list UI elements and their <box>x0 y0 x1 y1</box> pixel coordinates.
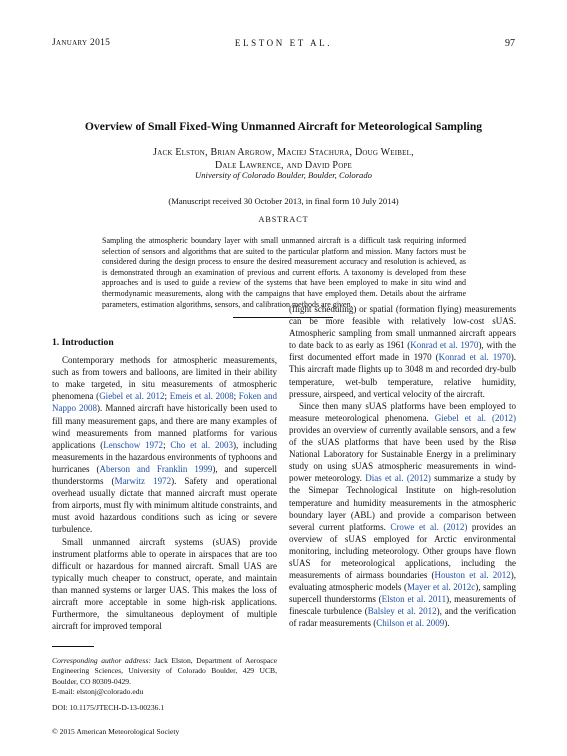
footnote-address: Jack Elston, Department of Aerospace Eng… <box>52 656 277 686</box>
running-head-authors: ELSTON ET AL. <box>234 38 333 48</box>
footnote-email: E-mail: elstonj@colorado.edu <box>52 687 144 697</box>
citation-link[interactable]: Konrad et al. 1970 <box>410 340 479 351</box>
citation-link[interactable]: Chilson et al. 2009 <box>376 618 445 629</box>
affiliation: University of Colorado Boulder, Boulder,… <box>195 170 372 180</box>
author-line-1: Jack Elston, Brian Argrow, Maciej Stachu… <box>153 147 414 158</box>
paper-title: Overview of Small Fixed-Wing Unmanned Ai… <box>84 120 483 133</box>
running-head-date: January 2015 <box>52 38 111 48</box>
intro-paragraph-2: Small unmanned aircraft systems (sUAS) p… <box>52 536 277 632</box>
author-list: Jack Elston, Brian Argrow, Maciej Stachu… <box>60 146 507 172</box>
citation-link[interactable]: Aberson and Franklin 1999 <box>99 463 213 474</box>
citation-link[interactable]: Foken and Nappo 2008 <box>52 391 277 414</box>
citation-link[interactable]: Crowe et al. (2012) <box>390 521 468 532</box>
page-number: 97 <box>505 38 515 49</box>
citation-link[interactable]: Mayer et al. 2012c <box>407 582 476 593</box>
citation-link[interactable]: Lenschow 1972 <box>103 439 164 450</box>
running-head: January 2015 ELSTON ET AL. 97 <box>52 38 515 52</box>
footnote-label: Corresponding author address: <box>52 656 151 665</box>
abstract-text: Sampling the atmospheric boundary layer … <box>102 236 466 309</box>
right-column: (flight scheduling) or spatial (formatio… <box>289 303 516 630</box>
abstract-divider <box>233 317 333 318</box>
manuscript-dates: (Manuscript received 30 October 2013, in… <box>168 196 399 206</box>
intro-paragraph-1: Contemporary methods for atmospheric mea… <box>52 355 278 535</box>
citation-link[interactable]: Elston et al. 2011 <box>381 594 447 605</box>
citation-link[interactable]: Marwitz 1972 <box>114 476 172 487</box>
citation-link[interactable]: Konrad et al. 1970 <box>438 352 511 363</box>
author-line-2: Dale Lawrence, and David Pope <box>214 160 353 171</box>
citation-link[interactable]: Giebel et al. (2012) <box>434 412 516 423</box>
citation-link[interactable]: Houston et al. 2012 <box>434 570 511 581</box>
citation-link[interactable]: Balsley et al. 2012 <box>367 606 437 617</box>
footnote-divider <box>52 646 94 647</box>
abstract-heading: ABSTRACT <box>258 215 309 224</box>
copyright: © 2015 American Meteorological Society <box>52 727 180 736</box>
citation-link[interactable]: Emeis et al. 2008 <box>169 391 234 402</box>
intro-paragraph-4: Since then many sUAS platforms have been… <box>289 400 517 629</box>
left-column: 1. Introduction Contemporary methods for… <box>52 337 277 632</box>
citation-link[interactable]: Giebel et al. 2012 <box>99 391 165 402</box>
citation-link[interactable]: Dias et al. (2012) <box>365 473 431 484</box>
intro-paragraph-3: (flight scheduling) or spatial (formatio… <box>289 304 516 399</box>
doi: DOI: 10.1175/JTECH-D-13-00236.1 <box>52 703 165 712</box>
section-heading: 1. Introduction <box>52 337 114 348</box>
citation-link[interactable]: Cho et al. 2003 <box>170 439 233 450</box>
corresponding-author-footnote: Corresponding author address: Jack Elsto… <box>52 656 277 698</box>
